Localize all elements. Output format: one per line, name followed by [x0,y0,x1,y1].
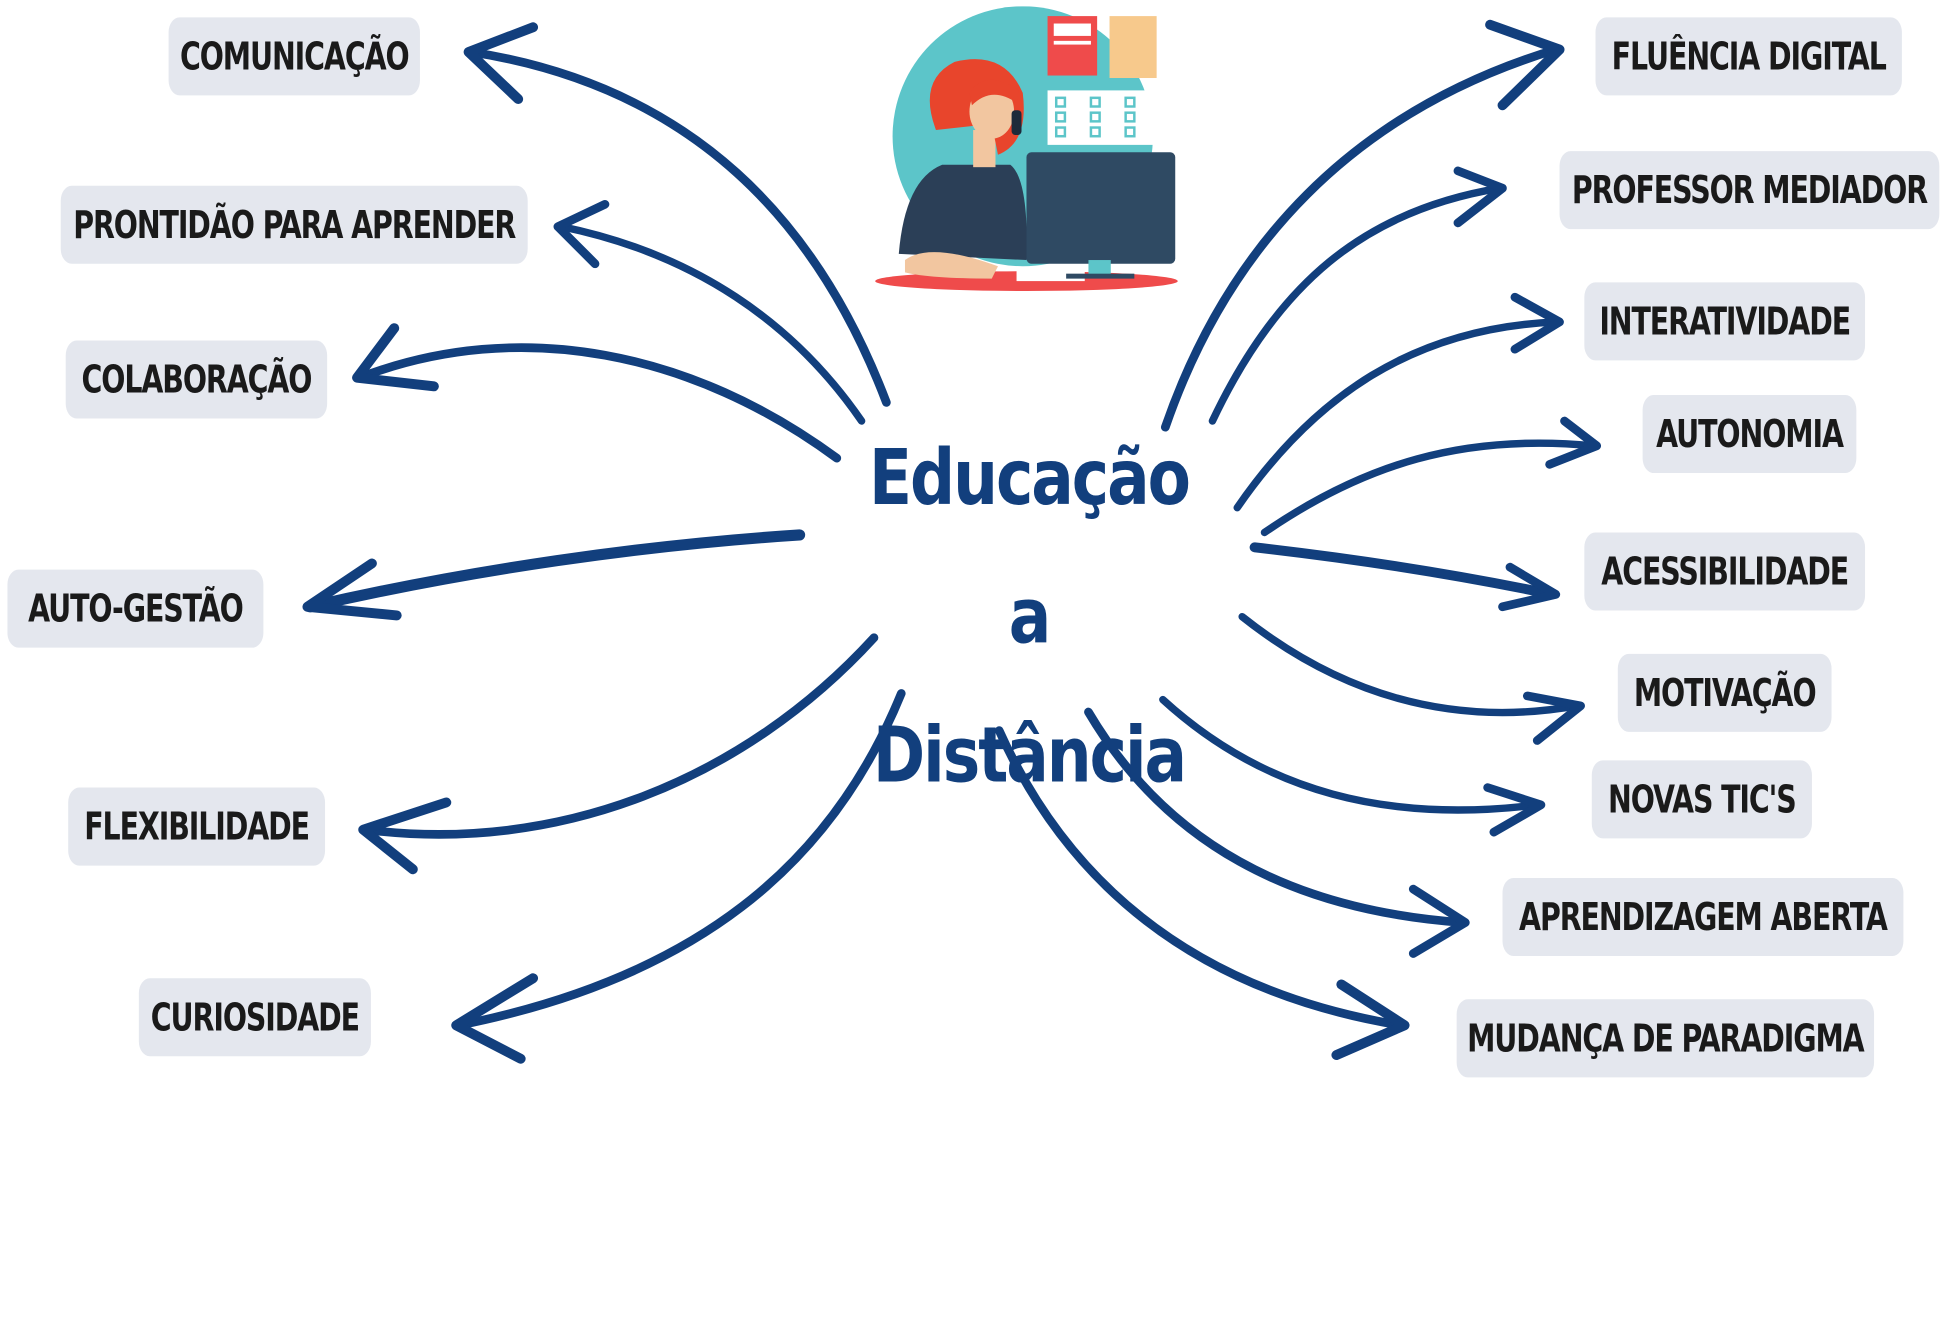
node-flexibilidade: FLEXIBILIDADE [68,787,326,866]
node-professor-mediador: PROFESSOR MEDIADOR [1559,151,1940,230]
central-topic: Educação a Distância [818,409,1239,825]
central-topic-line2: Distância [872,709,1187,800]
arrow-colaboracao [355,343,842,463]
arrow-prontidao [557,222,866,425]
arrowhead-fluencia [1485,19,1565,111]
arrow-interatividade [1233,318,1560,512]
arrow-autonomia [1260,439,1597,537]
arrow-aprendizagem [1084,707,1468,927]
arrowhead-curiosidade [451,973,539,1064]
central-topic-line1: Educação a [869,432,1191,662]
node-autonomia: AUTONOMIA [1642,395,1857,474]
arrowhead-autogestao [302,558,402,621]
arrow-mudanca [994,726,1406,1030]
arrowhead-interatividade [1510,292,1564,354]
arrow-motivacao [1238,612,1581,717]
arrowhead-flexibilidade [358,797,452,875]
node-mudanca-de-paradigma: MUDANÇA DE PARADIGMA [1456,999,1875,1078]
woman-at-computer-on-phone-icon [875,6,1178,292]
arrowhead-aprendizagem [1408,884,1470,958]
node-motivacao: MOTIVAÇÃO [1617,653,1832,732]
node-acessibilidade: ACESSIBILIDADE [1584,532,1866,611]
arrow-flexibilidade [361,633,879,839]
arrow-acessibilidade [1249,542,1558,600]
arrowhead-acessibilidade [1498,562,1561,612]
node-colaboracao: COLABORAÇÃO [65,340,328,419]
node-auto-gestao: AUTO-GESTÃO [7,569,264,648]
arrowhead-comunicacao [463,22,539,105]
node-curiosidade: CURIOSIDADE [138,978,371,1057]
node-interatividade: INTERATIVIDADE [1584,282,1866,361]
arrowhead-prontidao [553,199,610,269]
arrow-comunicacao [466,47,891,407]
arrow-novastics [1159,695,1541,814]
arrows-layer [302,19,1602,1064]
arrowhead-motivacao [1522,691,1585,745]
arrowhead-autonomia [1545,416,1602,469]
arrowhead-novastics [1483,783,1546,837]
node-prontidao-para-aprender: PRONTIDÃO PARA APRENDER [60,185,528,264]
arrow-professor [1208,184,1504,425]
node-aprendizagem-aberta: APRENDIZAGEM ABERTA [1502,877,1904,956]
node-novas-tics: NOVAS TIC'S [1591,760,1812,839]
node-fluencia-digital: FLUÊNCIA DIGITAL [1595,17,1902,96]
arrowhead-professor [1453,166,1507,228]
node-comunicacao: COMUNICAÇÃO [168,17,420,96]
arrow-fluencia [1160,45,1561,432]
arrow-curiosidade [454,689,906,1030]
arrow-autogestao [304,529,806,613]
arrowhead-mudanca [1331,979,1410,1060]
arrowhead-colaboracao [352,323,439,392]
